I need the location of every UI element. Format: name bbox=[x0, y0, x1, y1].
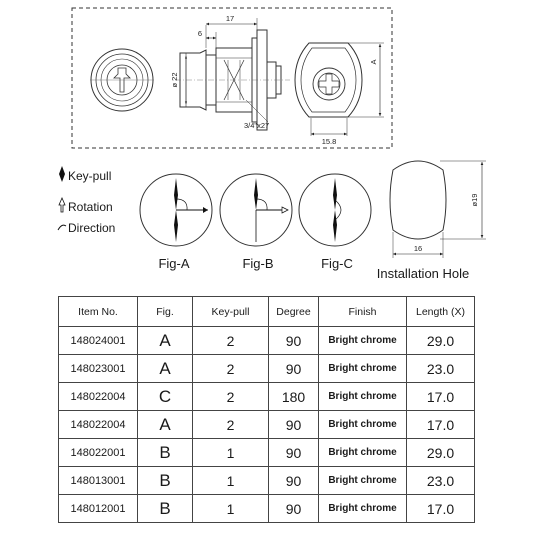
table-row: 148022004 A 2 90 Bright chrome 17.0 bbox=[58, 410, 475, 439]
header-item-no: Item No. bbox=[58, 296, 138, 327]
cell-length: 23.0 bbox=[406, 354, 475, 383]
cell-item-no: 148024001 bbox=[58, 326, 138, 355]
direction-icon bbox=[57, 224, 67, 231]
cell-fig: B bbox=[137, 466, 193, 495]
dimension-length: 17 bbox=[226, 14, 234, 23]
cell-item-no: 148023001 bbox=[58, 354, 138, 383]
hole-width-dimension: 16 bbox=[414, 244, 422, 253]
fig-a-diagram bbox=[139, 173, 213, 247]
legend-rotation: Rotation bbox=[68, 200, 113, 214]
cell-fig: A bbox=[137, 410, 193, 439]
table-row: 148023001 A 2 90 Bright chrome 23.0 bbox=[58, 354, 475, 383]
cell-finish: Bright chrome bbox=[318, 382, 407, 411]
dimension-offset: 6 bbox=[198, 29, 202, 38]
cell-key-pull: 2 bbox=[192, 354, 269, 383]
fig-b-diagram bbox=[219, 173, 293, 247]
legend-direction: Direction bbox=[68, 221, 115, 235]
dimension-diameter: ø 22 bbox=[170, 72, 179, 87]
fig-b-label: Fig-B bbox=[242, 256, 273, 271]
cell-degree: 90 bbox=[268, 466, 319, 495]
cell-key-pull: 2 bbox=[192, 382, 269, 411]
cell-length: 29.0 bbox=[406, 438, 475, 467]
cell-key-pull: 2 bbox=[192, 326, 269, 355]
cell-degree: 90 bbox=[268, 354, 319, 383]
table-header-row: Item No. Fig. Key-pull Degree Finish Len… bbox=[58, 296, 475, 327]
cell-finish: Bright chrome bbox=[318, 438, 407, 467]
cell-finish: Bright chrome bbox=[318, 494, 407, 523]
dimension-thread: 3/4"x27 bbox=[244, 121, 269, 130]
fig-c-label: Fig-C bbox=[321, 256, 353, 271]
cell-item-no: 148022004 bbox=[58, 410, 138, 439]
table-row: 148022001 B 1 90 Bright chrome 29.0 bbox=[58, 438, 475, 467]
header-fig: Fig. bbox=[137, 296, 193, 327]
lock-front-view bbox=[90, 48, 154, 112]
cell-item-no: 148013001 bbox=[58, 466, 138, 495]
cell-degree: 180 bbox=[268, 382, 319, 411]
table-row: 148022004 C 2 180 Bright chrome 17.0 bbox=[58, 382, 475, 411]
cell-finish: Bright chrome bbox=[318, 466, 407, 495]
table-row: 148012001 B 1 90 Bright chrome 17.0 bbox=[58, 494, 475, 523]
cell-item-no: 148012001 bbox=[58, 494, 138, 523]
fig-a-label: Fig-A bbox=[158, 256, 189, 271]
cell-length: 17.0 bbox=[406, 494, 475, 523]
table-row: 148013001 B 1 90 Bright chrome 23.0 bbox=[58, 466, 475, 495]
drawing-frame bbox=[71, 7, 393, 149]
fig-c-diagram bbox=[298, 173, 372, 247]
cell-degree: 90 bbox=[268, 410, 319, 439]
cell-degree: 90 bbox=[268, 438, 319, 467]
cell-length: 29.0 bbox=[406, 326, 475, 355]
dimension-a: A bbox=[369, 59, 378, 64]
cell-length: 23.0 bbox=[406, 466, 475, 495]
cell-fig: B bbox=[137, 438, 193, 467]
rotation-icon bbox=[58, 196, 66, 213]
header-degree: Degree bbox=[268, 296, 319, 327]
header-key-pull: Key-pull bbox=[192, 296, 269, 327]
cell-length: 17.0 bbox=[406, 382, 475, 411]
cell-fig: A bbox=[137, 354, 193, 383]
cell-fig: C bbox=[137, 382, 193, 411]
cell-finish: Bright chrome bbox=[318, 354, 407, 383]
cell-item-no: 148022001 bbox=[58, 438, 138, 467]
table-row: 148024001 A 2 90 Bright chrome 29.0 bbox=[58, 326, 475, 355]
cell-fig: B bbox=[137, 494, 193, 523]
spec-table: Item No. Fig. Key-pull Degree Finish Len… bbox=[58, 296, 475, 523]
cell-key-pull: 1 bbox=[192, 466, 269, 495]
legend: Key-pull Rotation Direction bbox=[57, 166, 115, 235]
key-pull-icon bbox=[59, 166, 65, 182]
header-finish: Finish bbox=[318, 296, 407, 327]
cell-key-pull: 2 bbox=[192, 410, 269, 439]
cell-finish: Bright chrome bbox=[318, 326, 407, 355]
technical-drawing: 17 6 ø 22 3/4"x27 A 15.8 Key-pull Rotati… bbox=[57, 7, 486, 281]
installation-hole-label: Installation Hole bbox=[377, 266, 470, 281]
cell-key-pull: 1 bbox=[192, 438, 269, 467]
header-length: Length (X) bbox=[406, 296, 475, 327]
installation-hole-diagram bbox=[389, 160, 486, 258]
lock-rear-view bbox=[294, 42, 384, 136]
lock-side-view bbox=[175, 18, 290, 131]
legend-key-pull: Key-pull bbox=[68, 169, 111, 183]
dimension-15-8: 15.8 bbox=[322, 137, 337, 146]
cell-degree: 90 bbox=[268, 326, 319, 355]
cell-length: 17.0 bbox=[406, 410, 475, 439]
cell-finish: Bright chrome bbox=[318, 410, 407, 439]
cell-fig: A bbox=[137, 326, 193, 355]
hole-height-dimension: ø19 bbox=[470, 194, 479, 207]
cell-item-no: 148022004 bbox=[58, 382, 138, 411]
cell-degree: 90 bbox=[268, 494, 319, 523]
cell-key-pull: 1 bbox=[192, 494, 269, 523]
